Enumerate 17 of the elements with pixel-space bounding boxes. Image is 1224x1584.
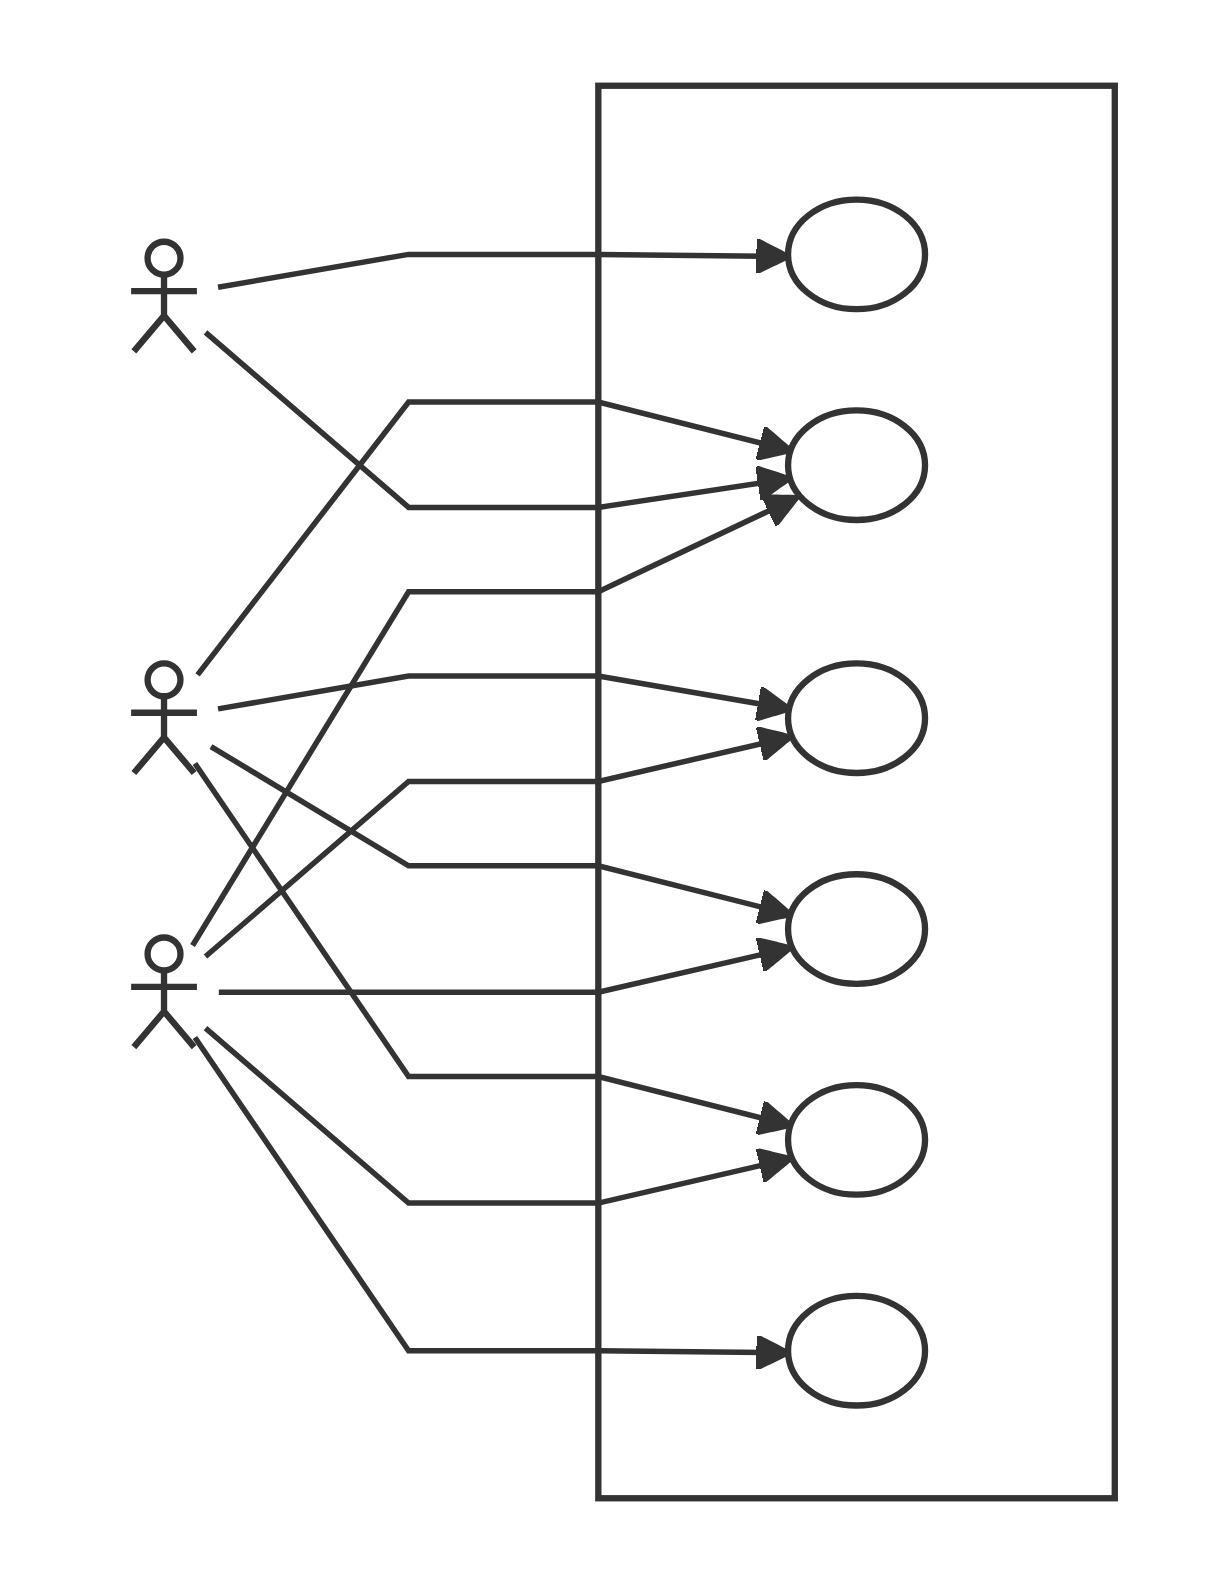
person-icon <box>127 238 201 355</box>
use-case-ellipse <box>784 1292 929 1409</box>
arrow <box>203 1026 795 1206</box>
use-case-ellipse <box>784 196 929 313</box>
use-case-ellipse <box>784 1081 929 1198</box>
use-case-ellipse <box>784 660 929 777</box>
arrow <box>209 744 795 925</box>
person-icon <box>127 660 201 777</box>
use-case-ellipse <box>784 407 929 524</box>
arrow <box>190 494 801 947</box>
arrow <box>203 726 795 959</box>
use-case-ellipse <box>784 871 929 987</box>
arrow <box>203 330 793 511</box>
person-icon <box>127 934 201 1051</box>
arrow <box>192 761 795 1136</box>
arrow <box>195 399 795 677</box>
arrow <box>218 936 795 995</box>
